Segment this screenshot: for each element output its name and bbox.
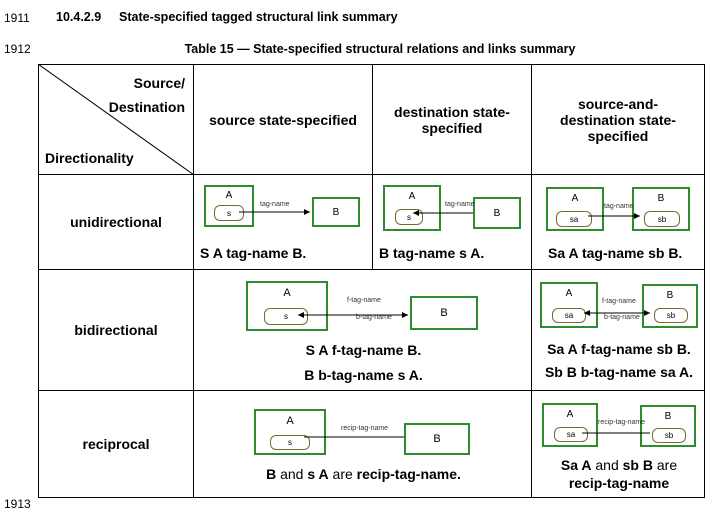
- formula: B and s A are recip-tag-name.: [266, 466, 461, 482]
- state-a: A sa: [540, 282, 598, 328]
- formula: B tag-name s A.: [379, 245, 485, 261]
- link-tag: recip-tag-name: [341, 425, 389, 432]
- substate-sa: sa: [556, 211, 592, 227]
- cell-recip-both: A sa B sb recip-tag-name Sa A and sb B a…: [531, 390, 705, 498]
- cell-uni-source: A s B tag-name S A tag-name B.: [193, 174, 373, 270]
- forward-tag: f-tag-name: [602, 298, 636, 305]
- formula-line1: Sa A and sb B are: [560, 457, 678, 473]
- substate-s: s: [264, 308, 308, 325]
- col-header-both: source-and-destination state-specified: [531, 64, 705, 175]
- col-header-source: source state-specified: [193, 64, 373, 175]
- link-arrows: [584, 310, 650, 316]
- substate-sb: sb: [654, 308, 688, 323]
- cell-uni-both: A sa B sb tag-name Sa A tag-name sb B.: [531, 174, 705, 270]
- cell-bi-both: A sa B sb f-tag-name b-tag-name Sa A f-t…: [531, 269, 705, 391]
- formula: Sa A tag-name sb B.: [548, 245, 683, 261]
- link-arrow: [413, 210, 473, 216]
- state-a: A sa: [542, 403, 598, 447]
- substate-sa: sa: [552, 308, 586, 323]
- state-a: A s: [204, 185, 254, 227]
- state-b: B: [404, 423, 470, 455]
- formula-forward: S A f-tag-name B.: [305, 342, 422, 358]
- row-label-unidirectional: unidirectional: [38, 174, 194, 270]
- substate-sa: sa: [554, 427, 588, 442]
- state-b: B sb: [642, 284, 698, 328]
- corner-cell: Source/ Destination Directionality: [38, 64, 194, 175]
- line-number: 1913: [4, 497, 31, 511]
- link-line: [582, 432, 650, 434]
- state-b: B: [473, 197, 521, 229]
- state-b: B: [410, 296, 478, 330]
- table-caption: Table 15 — State-specified structural re…: [184, 42, 576, 56]
- substate-sb: sb: [652, 428, 686, 443]
- substate-sb: sb: [644, 211, 680, 227]
- link-tag: tag-name: [445, 201, 475, 208]
- row-label-bidirectional: bidirectional: [38, 269, 194, 391]
- forward-tag: f-tag-name: [347, 297, 381, 304]
- link-arrow: [239, 209, 310, 215]
- state-b: B sb: [632, 187, 690, 231]
- line-number: 1912: [4, 42, 31, 56]
- cell-uni-destination: A s B tag-name B tag-name s A.: [372, 174, 532, 270]
- state-a: A sa: [546, 187, 604, 231]
- substate-s: s: [214, 205, 244, 221]
- corner-destination: Destination: [108, 99, 185, 115]
- link-tag: tag-name: [260, 201, 290, 208]
- backward-tag: b-tag-name: [356, 314, 392, 321]
- link-arrow: [588, 213, 640, 219]
- section-title: State-specified tagged structural link s…: [119, 10, 398, 24]
- cell-recip-source-destination: A s B recip-tag-name B and s A are recip…: [193, 390, 532, 498]
- backward-tag: b-tag-name: [604, 314, 640, 321]
- link-tag: recip-tag-name: [598, 419, 646, 426]
- col-header-destination: destination state-specified: [372, 64, 532, 175]
- substate-s: s: [270, 435, 310, 450]
- formula: S A tag-name B.: [200, 245, 307, 261]
- corner-source: Source/: [133, 75, 185, 91]
- cell-bi-source-destination: A s B f-tag-name b-tag-name S A f-tag-na…: [193, 269, 532, 391]
- formula-line2: recip-tag-name: [568, 475, 670, 491]
- link-line: [304, 436, 404, 438]
- state-b: B: [312, 197, 360, 227]
- link-tag: tag-name: [604, 203, 634, 210]
- state-b: B sb: [640, 405, 696, 447]
- formula-forward: Sa A f-tag-name sb B.: [547, 341, 691, 357]
- link-arrows: [298, 312, 408, 318]
- line-number: 1911: [4, 11, 30, 25]
- state-a: A s: [254, 409, 326, 455]
- corner-directionality: Directionality: [45, 150, 134, 166]
- formula-backward: B b-tag-name s A.: [304, 367, 423, 383]
- state-a: A s: [246, 281, 328, 331]
- formula-backward: Sb B b-tag-name sa A.: [544, 364, 694, 380]
- section-number: 10.4.2.9: [56, 10, 102, 24]
- corner-diagonal: [38, 64, 194, 175]
- row-label-reciprocal: reciprocal: [38, 390, 194, 498]
